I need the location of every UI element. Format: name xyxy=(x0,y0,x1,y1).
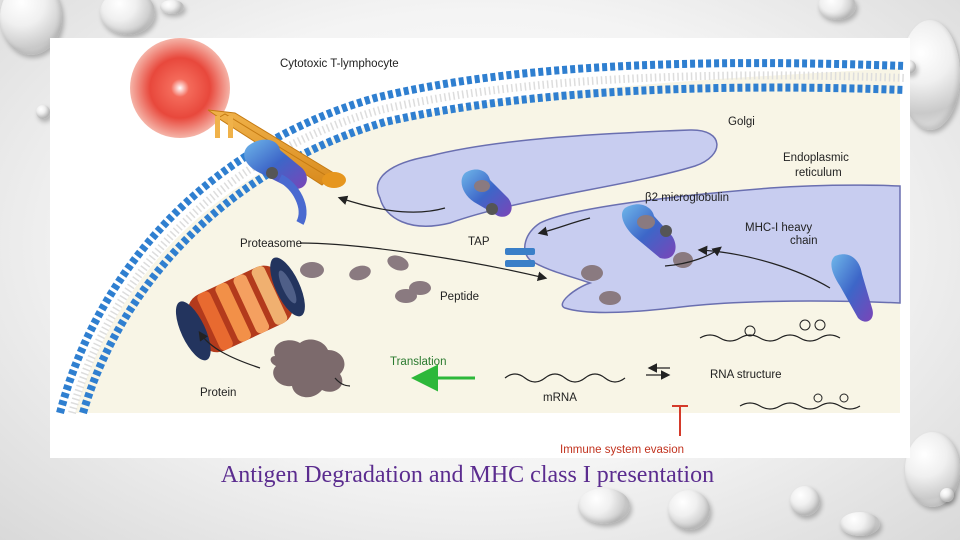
tap-transporter xyxy=(505,248,535,267)
label-b2-microglobulin: β2 microglobulin xyxy=(645,192,729,204)
cell-membrane xyxy=(56,59,906,415)
water-droplet-decoration xyxy=(840,512,880,536)
rna-structure-strand xyxy=(699,334,841,342)
label-rna-structure: RNA structure xyxy=(710,369,782,381)
mhc-i-heavy-chain xyxy=(831,254,873,322)
water-droplet-decoration xyxy=(940,488,954,502)
label-immune-evasion: Immune system evasion xyxy=(560,444,684,456)
peptides xyxy=(349,255,621,305)
proteasome xyxy=(175,257,324,361)
water-droplet-decoration xyxy=(36,105,50,119)
label-peptide: Peptide xyxy=(440,291,479,303)
mhc-diagram: Cytotoxic T-lymphocyte Golgi Endoplasmic… xyxy=(50,38,910,458)
label-cytotoxic-t-lymphocyte: Cytotoxic T-lymphocyte xyxy=(280,58,399,70)
water-droplet-decoration xyxy=(578,488,630,524)
rna-hairpins xyxy=(744,319,849,403)
rna-structure-strand xyxy=(739,402,861,410)
label-tap: TAP xyxy=(468,236,490,248)
er-mhc-i xyxy=(622,204,693,268)
label-er-line1: Endoplasmic xyxy=(783,152,849,164)
slide-caption: Antigen Degradation and MHC class I pres… xyxy=(220,462,715,488)
protein xyxy=(270,339,345,398)
mrna-strand xyxy=(504,373,626,383)
water-droplet-decoration xyxy=(900,20,960,130)
water-droplet-decoration xyxy=(100,0,155,35)
water-droplet-decoration xyxy=(160,0,184,14)
golgi-mhc-i xyxy=(461,169,512,217)
label-translation: Translation xyxy=(390,356,446,368)
label-proteasome: Proteasome xyxy=(240,238,302,250)
water-droplet-decoration xyxy=(668,490,710,530)
label-er-line2: reticulum xyxy=(795,167,842,179)
label-golgi: Golgi xyxy=(728,116,755,128)
label-mhc-heavy-line2: chain xyxy=(790,235,818,247)
label-protein: Protein xyxy=(200,387,236,399)
water-droplet-decoration xyxy=(790,486,820,516)
golgi xyxy=(376,129,718,227)
surface-mhc-i xyxy=(244,139,307,225)
water-droplet-decoration xyxy=(818,0,856,20)
cytotoxic-t-lymphocyte xyxy=(130,38,230,138)
label-mhc-heavy-line1: MHC-I heavy xyxy=(745,222,812,234)
label-mrna: mRNA xyxy=(543,392,577,404)
pathway-arrows xyxy=(198,195,831,387)
